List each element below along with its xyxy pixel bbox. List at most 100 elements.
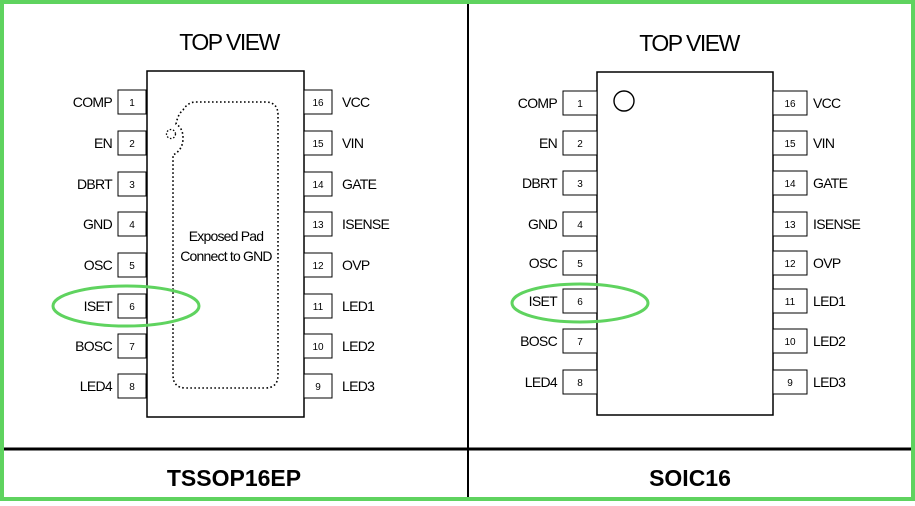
pin1-marker	[165, 128, 177, 140]
pin-box	[303, 130, 333, 156]
pin-number: 8	[577, 378, 583, 389]
pin-box	[772, 130, 808, 156]
pin-box	[772, 170, 808, 196]
pin-label: EN	[539, 135, 557, 151]
pin-label: VCC	[813, 95, 841, 111]
pin-comp: 1 COMP	[518, 90, 598, 116]
pin-ovp: 12 OVP	[772, 250, 842, 276]
pin-label: OVP	[813, 255, 841, 271]
pin-gnd: 4 GND	[83, 211, 147, 237]
pin-box	[303, 171, 333, 197]
pin-en: 2EN	[94, 130, 147, 156]
pin-box	[772, 369, 808, 395]
pin1-marker	[613, 90, 635, 112]
pin-box	[562, 288, 598, 314]
exposed-pad-label: Exposed Pad	[189, 228, 263, 244]
pin-box	[303, 293, 333, 319]
pin-box	[303, 333, 333, 359]
package-name: TSSOP16EP	[167, 465, 301, 491]
ic-body	[596, 71, 774, 416]
pin-box	[117, 211, 147, 237]
pin-number: 16	[784, 99, 796, 110]
iset-highlight	[51, 284, 201, 328]
pin-box	[562, 170, 598, 196]
pin-vin: 15 VIN	[303, 130, 364, 156]
pin-en: 2 EN	[539, 130, 598, 156]
pin-number: 4	[129, 220, 135, 231]
pin-label: DBRT	[77, 176, 113, 192]
pin-number: 1	[129, 98, 135, 109]
pin-bosc: 7 BOSC	[520, 328, 598, 354]
top-view-title: TOP VIEW	[179, 29, 280, 55]
iset-highlight	[510, 282, 650, 324]
pin-number: 15	[312, 139, 324, 150]
pin-box	[303, 252, 333, 278]
pin-label: ISENSE	[813, 216, 861, 232]
pin-box	[772, 90, 808, 116]
pin-box	[117, 293, 147, 319]
pin-box	[117, 89, 147, 115]
pin-number: 2	[577, 139, 583, 150]
pin-label: ISET	[529, 293, 558, 309]
pin-label: LED4	[80, 378, 113, 394]
pin-number: 6	[577, 297, 583, 308]
pin-label: LED2	[813, 333, 846, 349]
pin-number: 2	[129, 139, 135, 150]
pin-number: 13	[312, 220, 324, 231]
pin-box	[772, 250, 808, 276]
top-view-title: TOP VIEW	[639, 30, 740, 56]
pin-number: 10	[312, 342, 324, 353]
pin-box	[772, 328, 808, 354]
pin-label: COMP	[518, 95, 558, 111]
pin-box	[562, 250, 598, 276]
pin-box	[117, 373, 147, 399]
pin-box	[772, 211, 808, 237]
pin-number: 4	[577, 220, 583, 231]
pin-number: 1	[577, 99, 583, 110]
pin-label: OSC	[529, 255, 558, 271]
pin-number: 3	[129, 180, 135, 191]
pin-number: 13	[784, 220, 796, 231]
pin-number: 14	[784, 179, 796, 190]
pin-label: DBRT	[522, 175, 558, 191]
pin-label: GND	[83, 216, 113, 232]
pin-box	[562, 328, 598, 354]
pin-box	[117, 130, 147, 156]
pin-number: 7	[577, 337, 583, 348]
pin-label: LED3	[813, 374, 846, 390]
pin-number: 5	[129, 261, 135, 272]
pin-label: LED2	[342, 338, 375, 354]
pin-label: BOSC	[520, 333, 557, 349]
pin-number: 12	[784, 259, 796, 270]
pin-iset: 6 ISET	[529, 288, 598, 314]
pin-label: GATE	[342, 176, 377, 192]
ic-body	[146, 70, 305, 418]
pin-label: LED3	[342, 378, 375, 394]
package-tssop16ep: TOP VIEW Exposed Pad Connect to GND 1COM…	[51, 29, 390, 491]
pin-box	[117, 252, 147, 278]
pin-number: 9	[315, 382, 321, 393]
pin-label: LED1	[813, 293, 846, 309]
pin-label: OVP	[342, 257, 370, 273]
pin-label: ISENSE	[342, 216, 390, 232]
package-name: SOIC16	[649, 465, 731, 491]
pin-label: VIN	[342, 135, 363, 151]
pin-box	[117, 171, 147, 197]
